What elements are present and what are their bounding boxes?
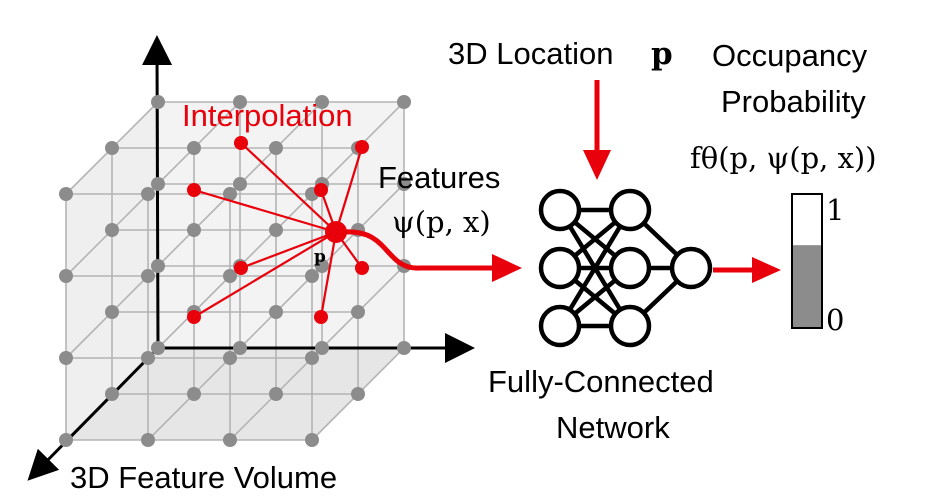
occupancy-label-line2: Probability <box>721 84 866 119</box>
grid-node <box>351 305 365 319</box>
grid-node <box>233 95 247 109</box>
query-point-label: p <box>314 247 326 267</box>
interpolation-corner-node <box>314 183 328 197</box>
grid-node <box>151 341 165 355</box>
grid-node <box>105 141 119 155</box>
grid-node <box>141 269 155 283</box>
grid-node <box>141 351 155 365</box>
interpolation-line <box>193 188 337 234</box>
grid-node <box>397 341 411 355</box>
z-axis <box>27 346 160 481</box>
network-edge <box>558 208 632 328</box>
grid-node <box>223 433 237 447</box>
grid-node <box>59 269 73 283</box>
grid-node <box>397 177 411 191</box>
network-label-line1: Fully-Connected <box>488 364 714 399</box>
interpolation-corner-node <box>234 136 248 150</box>
output-arrow-head <box>752 257 781 283</box>
grid-node <box>105 223 119 237</box>
location-label: 3D Location <box>448 36 613 71</box>
query-point <box>325 221 347 243</box>
location-symbol: p <box>651 36 673 72</box>
interpolation-group <box>187 136 369 324</box>
network-neuron <box>608 246 652 290</box>
interpolation-corner-node <box>314 310 328 324</box>
interpolation-line <box>193 231 337 318</box>
grid-node <box>187 387 201 401</box>
occupancy-formula: fθ(p, ψ(p, x)) <box>690 141 877 175</box>
interpolation-corner-node <box>187 183 201 197</box>
feature-volume-label: 3D Feature Volume <box>70 460 337 495</box>
interpolation-line <box>319 231 338 318</box>
grid-node <box>141 433 155 447</box>
neural-network-icon <box>538 188 713 348</box>
grid-node <box>269 387 283 401</box>
network-label-line2: Network <box>556 410 670 445</box>
grid-node <box>233 177 247 191</box>
grid-node <box>305 269 319 283</box>
interpolation-label: Interpolation <box>182 98 353 133</box>
grid-node <box>315 259 329 273</box>
interpolation-corner-node <box>355 140 369 154</box>
grid-node <box>223 351 237 365</box>
location-arrow-head <box>583 150 611 180</box>
features-formula: ψ(p, x) <box>392 205 491 239</box>
grid-node <box>315 341 329 355</box>
interpolation-corner-node <box>355 261 369 275</box>
network-neuron <box>538 246 582 290</box>
grid-node <box>269 223 283 237</box>
grid-node <box>151 177 165 191</box>
grid-node <box>105 305 119 319</box>
network-neuron <box>538 188 582 232</box>
grid-node <box>187 141 201 155</box>
grid-node <box>397 95 411 109</box>
grid-node <box>315 95 329 109</box>
interpolation-lines <box>193 142 364 318</box>
interpolation-corner-node <box>234 261 248 275</box>
network-neuron <box>608 304 652 348</box>
grid-node <box>59 187 73 201</box>
grid-node <box>305 351 319 365</box>
cube-grid-nodes <box>59 95 411 447</box>
network-neuron <box>669 246 713 290</box>
grid-node <box>187 223 201 237</box>
grid-node <box>233 341 247 355</box>
network-neuron <box>608 188 652 232</box>
grid-node <box>59 351 73 365</box>
grid-node <box>269 305 283 319</box>
features-arrow-head <box>492 254 522 282</box>
grid-node <box>223 187 237 201</box>
scale-bottom-label: 0 <box>826 303 844 337</box>
interpolation-line <box>240 230 337 270</box>
grid-node <box>351 387 365 401</box>
features-arrow <box>345 229 492 271</box>
grid-node <box>223 269 237 283</box>
grid-node <box>141 187 155 201</box>
grid-node <box>105 387 119 401</box>
features-label: Features <box>378 160 500 195</box>
grid-node <box>269 141 283 155</box>
grid-node <box>151 259 165 273</box>
occupancy-label-line1: Occupancy <box>712 38 868 73</box>
scale-top-label: 1 <box>826 193 844 227</box>
grid-node <box>59 433 73 447</box>
grid-node <box>151 95 165 109</box>
interpolation-corner-node <box>187 310 201 324</box>
y-axis <box>142 35 173 349</box>
probability-bar-fill <box>793 245 821 327</box>
interpolation-line <box>240 142 337 233</box>
interpolation-line <box>334 146 364 233</box>
network-neuron <box>538 304 582 348</box>
grid-node <box>305 433 319 447</box>
